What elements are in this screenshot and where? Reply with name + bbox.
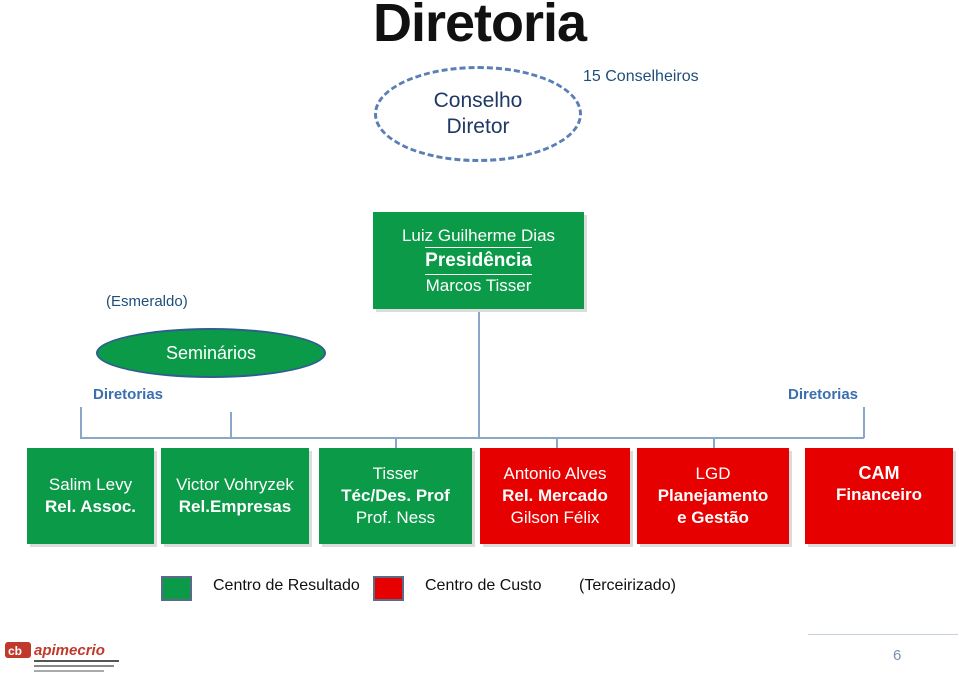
dept-line2: Rel. Mercado	[502, 486, 608, 505]
dept-line1: CAM	[858, 463, 900, 483]
dept-line1: Antonio Alves	[503, 464, 607, 483]
dept-tec-des-prof: Tisser Téc/Des. Prof Prof. Ness	[319, 448, 472, 544]
apimec-logo: cb apimecrio	[5, 640, 125, 680]
dept-line2: Planejamento	[657, 486, 769, 505]
diretorias-label-left: Diretorias	[93, 386, 164, 403]
page-number: 6	[893, 647, 902, 664]
conselheiros-count: 15 Conselheiros	[583, 68, 699, 85]
dept-line1: LGD	[695, 464, 731, 483]
dept-line1: Salim Levy	[48, 475, 133, 494]
dept-line3: e Gestão	[677, 508, 749, 527]
connector-presidencia-down	[478, 309, 480, 438]
presidencia-title: Presidência	[425, 246, 532, 275]
dept-rel-mercado: Antonio Alves Rel. Mercado Gilson Félix	[480, 448, 630, 544]
conselho-diretor-node: Conselho Diretor	[374, 66, 582, 162]
connector-dept3	[395, 437, 397, 448]
legend-label-terceirizado: (Terceirizado)	[579, 577, 676, 594]
dept-line1: Victor Vohryzek	[176, 475, 294, 494]
logo-text: apimecrio	[34, 642, 105, 659]
esmeraldo-label: (Esmeraldo)	[106, 293, 188, 310]
legend-swatch-green	[161, 576, 192, 601]
dept-line2: Rel. Assoc.	[44, 497, 137, 516]
conselho-line2: Diretor	[446, 115, 510, 138]
dept-planejamento: LGD Planejamento e Gestão	[637, 448, 789, 544]
dept-line2: Téc/Des. Prof	[341, 486, 450, 505]
legend-label-custo: Centro de Custo	[425, 577, 542, 594]
svg-text:cb: cb	[8, 644, 22, 658]
connector-left-vertical	[80, 407, 82, 438]
page-title: Diretoria	[372, 0, 587, 53]
presidencia-node: Luiz Guilherme Dias Presidência Marcos T…	[373, 212, 584, 309]
connector-dept2	[230, 412, 232, 438]
presidencia-bottom: Marcos Tisser	[425, 275, 532, 295]
legend-label-resultado: Centro de Resultado	[213, 577, 360, 594]
connector-horizontal	[80, 437, 864, 439]
dept-line3: Prof. Ness	[355, 508, 436, 527]
diretorias-label-right: Diretorias	[788, 386, 859, 403]
connector-dept5	[713, 437, 715, 448]
connector-right-vertical	[863, 407, 865, 438]
dept-line2: Financeiro	[836, 485, 922, 504]
dept-financeiro: CAM Financeiro	[805, 448, 953, 544]
connector-dept4	[556, 437, 558, 448]
dept-line3: Gilson Félix	[510, 508, 600, 527]
page-divider	[808, 634, 958, 635]
dept-line1: Tisser	[372, 464, 419, 483]
legend-swatch-red	[373, 576, 404, 601]
presidencia-top: Luiz Guilherme Dias	[401, 225, 556, 245]
seminarios-node: Seminários	[96, 328, 326, 378]
seminarios-label: Seminários	[165, 342, 257, 363]
dept-rel-assoc: Salim Levy Rel. Assoc.	[27, 448, 154, 544]
conselho-line1: Conselho	[433, 89, 523, 112]
dept-line2: Rel.Empresas	[178, 497, 292, 516]
dept-rel-empresas: Victor Vohryzek Rel.Empresas	[161, 448, 309, 544]
